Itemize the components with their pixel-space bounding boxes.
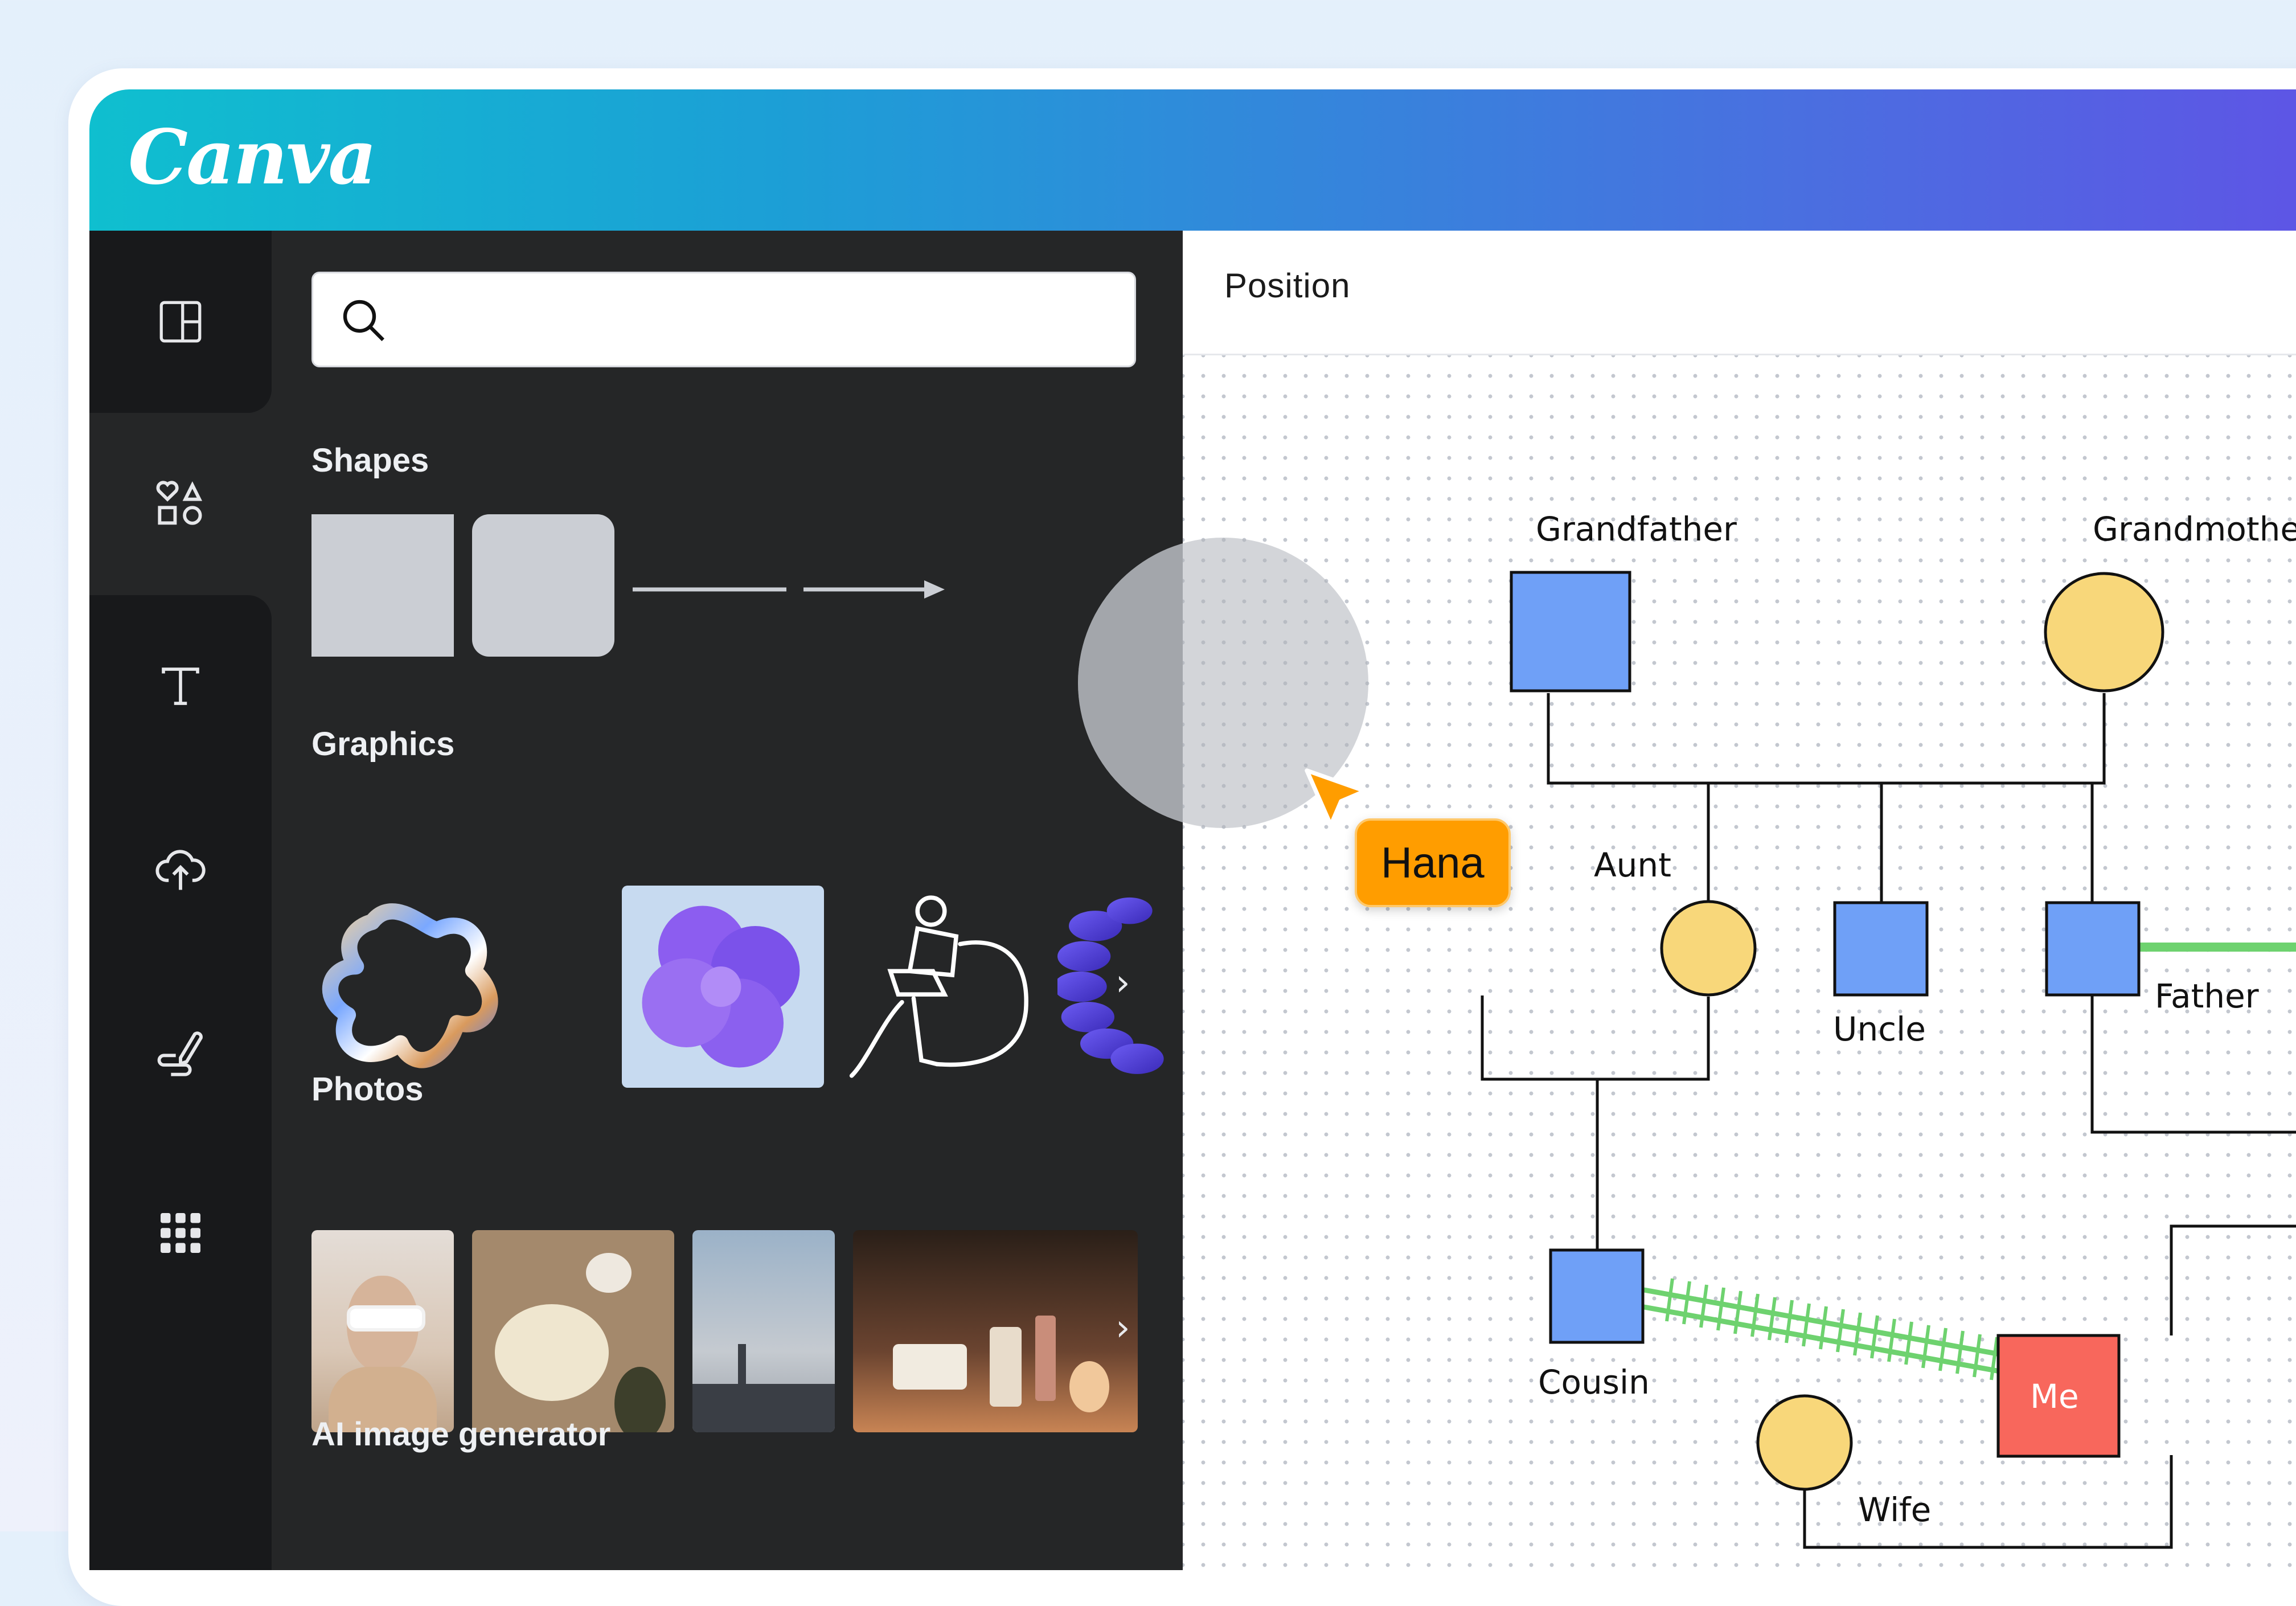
label-aunt: Aunt <box>1594 846 1671 884</box>
draw-icon <box>157 1031 203 1076</box>
rail-item-elements[interactable] <box>89 413 272 595</box>
collaborator-name-tag: Hana <box>1355 818 1511 907</box>
label-grandfather: Grandfather <box>1536 510 1737 548</box>
text-icon <box>162 667 199 705</box>
label-wife: Wife <box>1858 1490 1932 1529</box>
collaborator-cursor-icon <box>1305 768 1367 827</box>
rail-item-design[interactable] <box>89 231 272 413</box>
label-grandmother: Grandmother <box>2093 510 2296 548</box>
search-icon <box>343 300 385 342</box>
graphics-next-chevron-icon[interactable]: › <box>1116 962 1130 1004</box>
photo-city-skyline[interactable] <box>692 1230 835 1432</box>
family-tree-diagram <box>1481 571 2296 1549</box>
node-cousin[interactable] <box>1549 1248 1645 1344</box>
position-button[interactable]: Position <box>1224 267 1351 305</box>
shape-lines <box>633 580 945 599</box>
node-father[interactable] <box>2045 901 2141 997</box>
node-aunt[interactable] <box>1660 900 1757 997</box>
graphic-purple-coil[interactable] <box>1057 886 1171 1088</box>
side-rail <box>89 231 272 1570</box>
section-title-ai-generator: AI image generator <box>311 1416 611 1453</box>
graphic-person-laptop[interactable] <box>844 886 1038 1088</box>
rail-item-apps[interactable] <box>89 1142 272 1324</box>
rail-item-uploads[interactable] <box>89 777 272 960</box>
node-me[interactable] <box>1996 1334 2121 1458</box>
canva-logo[interactable]: Canva <box>128 113 377 202</box>
section-title-graphics: Graphics <box>311 726 455 763</box>
search-field[interactable] <box>311 272 1136 367</box>
shape-square[interactable] <box>311 514 454 657</box>
elements-icon <box>156 481 203 525</box>
graphic-purple-flower[interactable] <box>622 886 824 1088</box>
node-grandfather[interactable] <box>1510 571 1631 693</box>
apps-grid-icon <box>161 1213 200 1253</box>
photo-woman-sunglasses[interactable] <box>311 1230 454 1432</box>
search-input[interactable] <box>404 290 1118 351</box>
upload-cloud-icon <box>155 850 206 890</box>
rail-item-text[interactable] <box>89 595 272 777</box>
connector-aunt <box>1481 995 1710 1081</box>
design-canvas: Position <box>1183 231 2296 1570</box>
node-wife[interactable] <box>1756 1394 1853 1491</box>
photo-cosmetics[interactable] <box>853 1230 1138 1432</box>
label-father: Father <box>2155 977 2259 1015</box>
arrow-head-icon <box>924 580 945 599</box>
section-title-shapes: Shapes <box>311 442 429 479</box>
label-me: Me <box>2030 1377 2079 1416</box>
label-uncle: Uncle <box>1833 1010 1926 1048</box>
node-uncle[interactable] <box>1833 901 1929 997</box>
connector-grandparents <box>1547 693 2106 785</box>
rail-item-draw[interactable] <box>89 960 272 1142</box>
layout-icon <box>159 301 202 343</box>
graphic-chrome-blob[interactable] <box>311 886 514 1088</box>
editor-toolbar: Position <box>1183 231 2296 355</box>
header-bar: Canva <box>89 89 2296 231</box>
elements-panel: Shapes Graphics <box>272 231 1183 1570</box>
photo-white-flower[interactable] <box>472 1230 674 1432</box>
photos-next-chevron-icon[interactable]: › <box>1116 1307 1130 1349</box>
editor-frame: Canva <box>89 89 2296 1570</box>
section-title-photos: Photos <box>311 1071 424 1108</box>
label-cousin: Cousin <box>1538 1363 1650 1402</box>
shape-rounded-square[interactable] <box>472 514 614 657</box>
node-grandmother[interactable] <box>2044 572 2164 693</box>
connector-father <box>2090 994 2296 1134</box>
